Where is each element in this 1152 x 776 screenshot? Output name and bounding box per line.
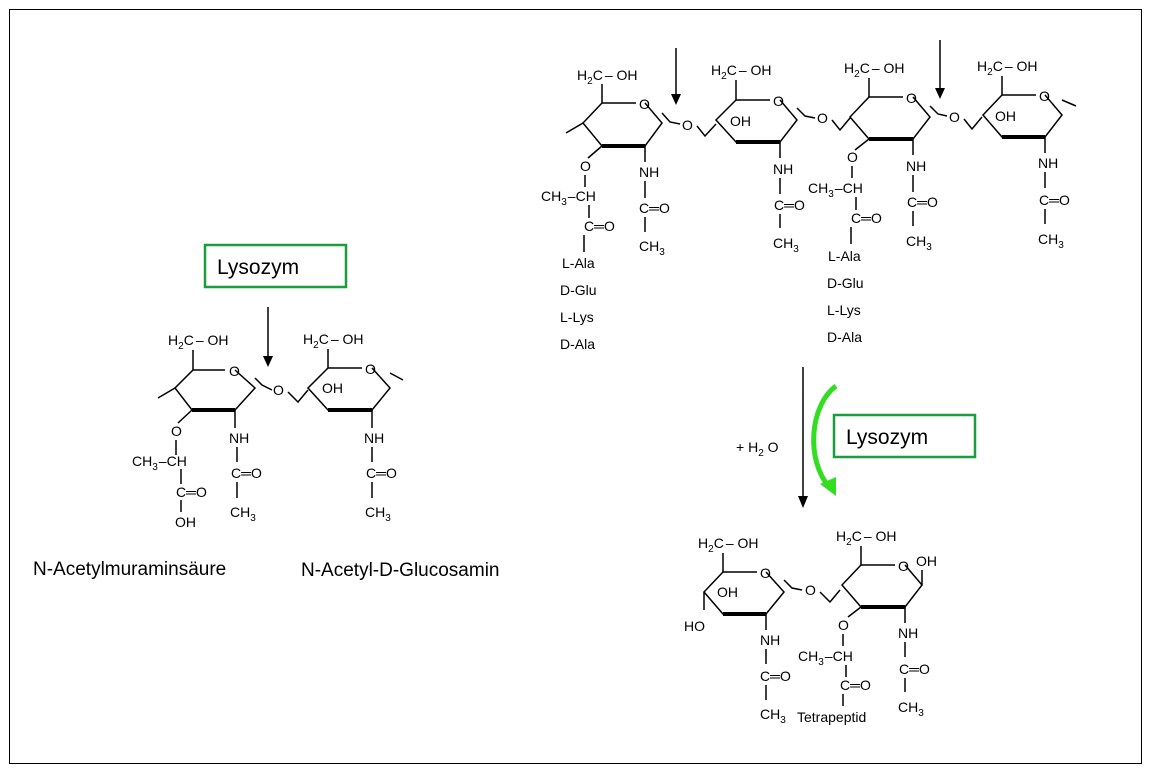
lysozym-box-left xyxy=(203,243,348,289)
monomer-label-murnac: N-Acetylmuraminsäure xyxy=(33,559,226,580)
ether-o-p2: O xyxy=(838,617,849,633)
nh-c: NH xyxy=(906,158,926,174)
carbonyl-c: C═O xyxy=(851,210,882,226)
carbonyl-a: C═O xyxy=(584,218,615,234)
glycosidic-o-left: O xyxy=(273,382,284,398)
acetyl-co-2: C═O xyxy=(366,465,397,481)
ch3-ch-a: CH3–CH xyxy=(541,188,596,208)
acetyl-ch3-a: CH3 xyxy=(639,238,665,258)
peptide-a-3: L-Lys xyxy=(560,309,594,325)
ch2oh-p1: H2C– OH xyxy=(698,535,759,555)
ring-o-p2: O xyxy=(898,558,909,574)
lysozym-box-right xyxy=(832,413,977,459)
ch3-ch-c: CH3–CH xyxy=(808,180,863,200)
ring-o-b: O xyxy=(773,93,784,109)
monomer-label-glcnac: N-Acetyl-D-Glucosamin xyxy=(301,560,499,581)
ch2oh-left-1: H2C– OH xyxy=(168,332,229,352)
acetyl-ch3-2: CH3 xyxy=(365,504,391,524)
ring-o-p1: O xyxy=(760,565,771,581)
peptide-a-4: D-Ala xyxy=(560,336,595,352)
ch2oh-d: H2C– OH xyxy=(977,58,1038,78)
glycosidic-o-bc: O xyxy=(817,110,828,126)
ether-o-a: O xyxy=(580,158,591,174)
ch2oh-c: H2C– OH xyxy=(844,60,905,80)
acetyl-co-1: C═O xyxy=(231,465,262,481)
ring-o-1: O xyxy=(229,363,240,379)
oh-acid-1: OH xyxy=(175,514,196,530)
oh-ring-p1: OH xyxy=(717,584,738,600)
green-curved-arrow xyxy=(811,383,838,490)
peptide-c-1: L-Ala xyxy=(828,248,861,264)
ch3-ch-p2: CH3–CH xyxy=(798,648,853,668)
nh-a: NH xyxy=(639,164,659,180)
nh-1: NH xyxy=(229,430,249,446)
acetyl-co-d: C═O xyxy=(1039,192,1070,208)
peptidoglycan-polymer: H2C– OH O O CH3–CH C═O L-Ala D-Glu L-Lys… xyxy=(541,40,1077,352)
lysozym-label-right: Lysozym xyxy=(846,426,928,449)
acetyl-co-p2: C═O xyxy=(899,661,930,677)
ch2oh-left-2: H2C– OH xyxy=(303,331,364,351)
diagram-frame xyxy=(9,9,1142,764)
ch2oh-a: H2C– OH xyxy=(577,67,638,87)
nh-p2: NH xyxy=(898,625,918,641)
acetyl-ch3-b: CH3 xyxy=(773,235,799,255)
glycosidic-o-product: O xyxy=(805,582,816,598)
ho-p1: HO xyxy=(684,618,705,634)
reaction-step: + H2 O Lysozym xyxy=(736,367,977,508)
acetyl-co-a: C═O xyxy=(639,200,670,216)
ring-o-d: O xyxy=(1039,88,1050,104)
peptide-a-2: D-Glu xyxy=(560,282,597,298)
oh-anomeric-p2: OH xyxy=(916,553,937,569)
ch2oh-b: H2C– OH xyxy=(711,62,772,82)
ch3-ch-1: CH3–CH xyxy=(132,453,187,473)
nh-2: NH xyxy=(364,430,384,446)
ring-o-a: O xyxy=(639,96,650,112)
glycosidic-o-ab: O xyxy=(682,117,693,133)
tetrapeptid-label: Tetrapeptid xyxy=(797,709,866,725)
nh-p1: NH xyxy=(760,632,780,648)
peptide-c-4: D-Ala xyxy=(827,329,862,345)
carbonyl-1: C═O xyxy=(176,484,207,500)
oh-ring-2: OH xyxy=(322,380,343,396)
ch2oh-p2: H2C– OH xyxy=(836,528,897,548)
oh-ring-b: OH xyxy=(730,113,751,129)
acetyl-ch3-p2: CH3 xyxy=(898,699,924,719)
nh-d: NH xyxy=(1038,155,1058,171)
acetyl-co-b: C═O xyxy=(774,197,805,213)
glycosidic-o-cd: O xyxy=(949,109,960,125)
acetyl-ch3-1: CH3 xyxy=(230,504,256,524)
ether-o-c: O xyxy=(847,149,858,165)
acetyl-ch3-d: CH3 xyxy=(1038,231,1064,251)
ring-o-c: O xyxy=(906,90,917,106)
acetyl-co-p1: C═O xyxy=(760,668,791,684)
carbonyl-p2: C═O xyxy=(840,677,871,693)
nh-b: NH xyxy=(773,161,793,177)
acetyl-ch3-c: CH3 xyxy=(906,233,932,253)
peptide-c-2: D-Glu xyxy=(827,275,864,291)
ring-o-2: O xyxy=(365,361,376,377)
acetyl-co-c: C═O xyxy=(907,194,938,210)
peptide-c-3: L-Lys xyxy=(827,302,861,318)
product-disaccharide: H2C– OH O OH HO NH C═O CH3 O H2C– OH O O… xyxy=(684,528,937,726)
lysozym-label-left: Lysozym xyxy=(217,256,299,279)
acetyl-ch3-p1: CH3 xyxy=(760,706,786,726)
peptide-a-1: L-Ala xyxy=(562,255,595,271)
oh-ring-d: OH xyxy=(995,108,1016,124)
ether-o-1: O xyxy=(171,423,182,439)
water-label: + H2 O xyxy=(736,439,779,459)
left-disaccharide: Lysozym H2C– OH O O CH3–CH C═O OH NH C═O… xyxy=(33,243,499,581)
